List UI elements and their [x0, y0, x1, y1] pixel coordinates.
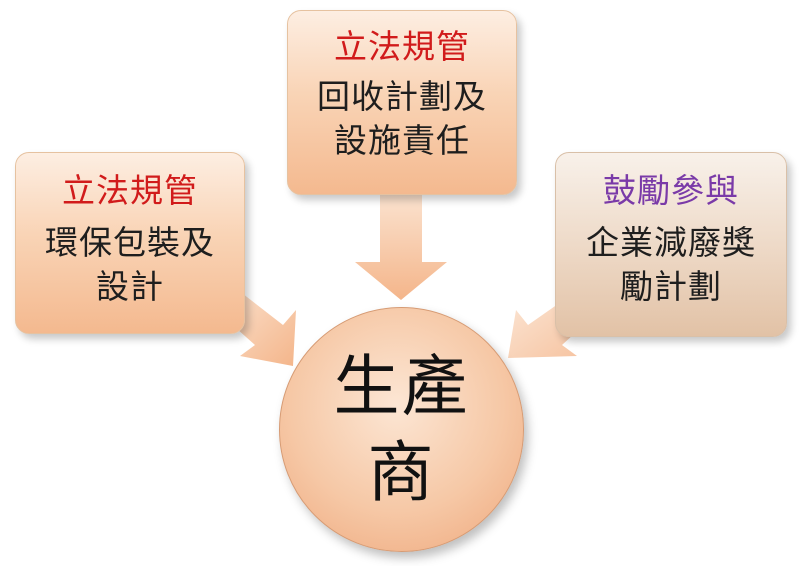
- node-body-line: 環保包裝及: [45, 223, 215, 262]
- node-heading: 鼓勵參與: [603, 171, 739, 210]
- node-body-line: 回收計劃及: [317, 77, 487, 116]
- node-body: 環保包裝及 設計: [45, 221, 215, 309]
- node-heading: 立法規管: [62, 171, 198, 210]
- node-body-line: 企業減廢獎: [586, 223, 756, 262]
- node-waste-reduction-award: 鼓勵參與 企業減廢獎 勵計劃: [555, 152, 787, 337]
- center-node-producer: 生產商: [279, 307, 524, 552]
- node-body: 回收計劃及 設施責任: [317, 75, 487, 163]
- node-body-line: 設施責任: [334, 121, 470, 160]
- node-recycling-responsibility: 立法規管 回收計劃及 設施責任: [287, 10, 517, 195]
- arrow-top-to-center: [355, 193, 447, 300]
- node-body-line: 設計: [96, 267, 164, 306]
- node-heading: 立法規管: [334, 27, 470, 66]
- node-body: 企業減廢獎 勵計劃: [586, 221, 756, 309]
- node-environmental-packaging: 立法規管 環保包裝及 設計: [15, 152, 245, 334]
- node-body-line: 勵計劃: [620, 267, 722, 306]
- center-label: 生產商: [333, 347, 470, 511]
